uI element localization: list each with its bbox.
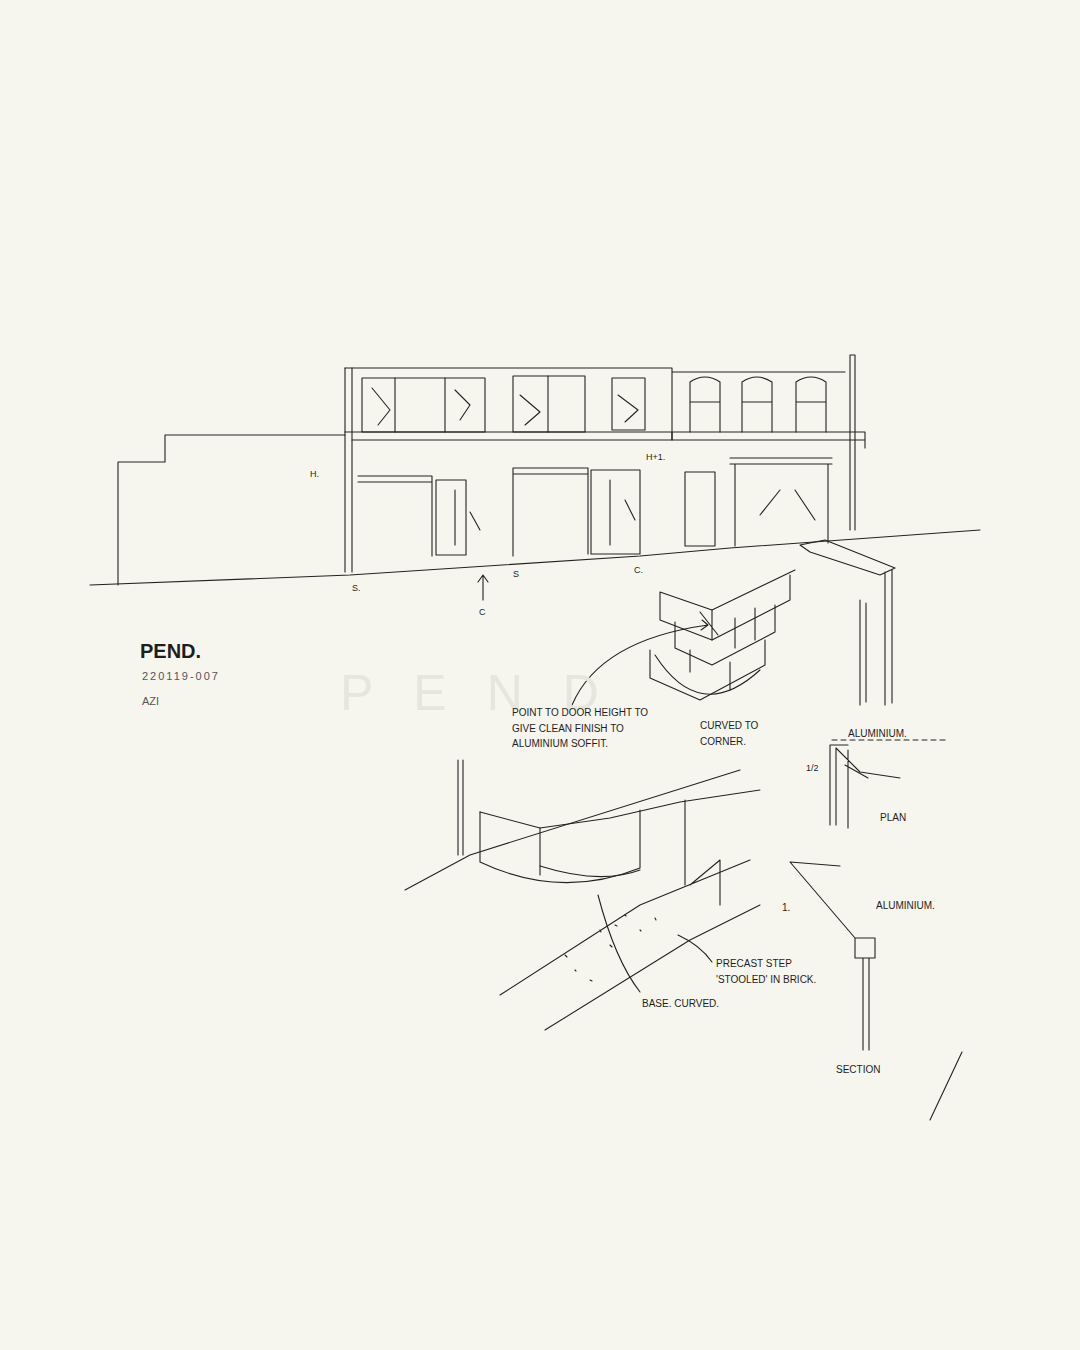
height-mark: H+1. xyxy=(646,451,665,465)
job-number: 220119-007 xyxy=(142,668,220,685)
material-note: ALUMINIUM. xyxy=(876,898,935,914)
grid-mark: C. xyxy=(634,564,643,578)
author-initials: AZI xyxy=(142,693,159,710)
project-title: PEND. xyxy=(140,636,201,667)
grid-mark: S. xyxy=(352,582,361,596)
view-label: PLAN xyxy=(880,810,906,826)
grid-mark: S xyxy=(513,568,519,582)
height-mark: H. xyxy=(310,468,319,482)
section-mark: C xyxy=(479,606,486,620)
design-note: POINT TO DOOR HEIGHT TO GIVE CLEAN FINIS… xyxy=(512,705,662,752)
material-note: ALUMINIUM. xyxy=(848,726,907,742)
scale-mark: 1/2 xyxy=(806,762,819,776)
design-note: BASE. CURVED. xyxy=(642,996,719,1012)
view-label: SECTION xyxy=(836,1062,880,1078)
watermark: PEND xyxy=(340,655,639,733)
design-note: PRECAST STEP 'STOOLED' IN BRICK. xyxy=(716,956,841,987)
design-note: CURVED TO CORNER. xyxy=(700,718,780,749)
scale-mark: 1. xyxy=(782,900,790,916)
